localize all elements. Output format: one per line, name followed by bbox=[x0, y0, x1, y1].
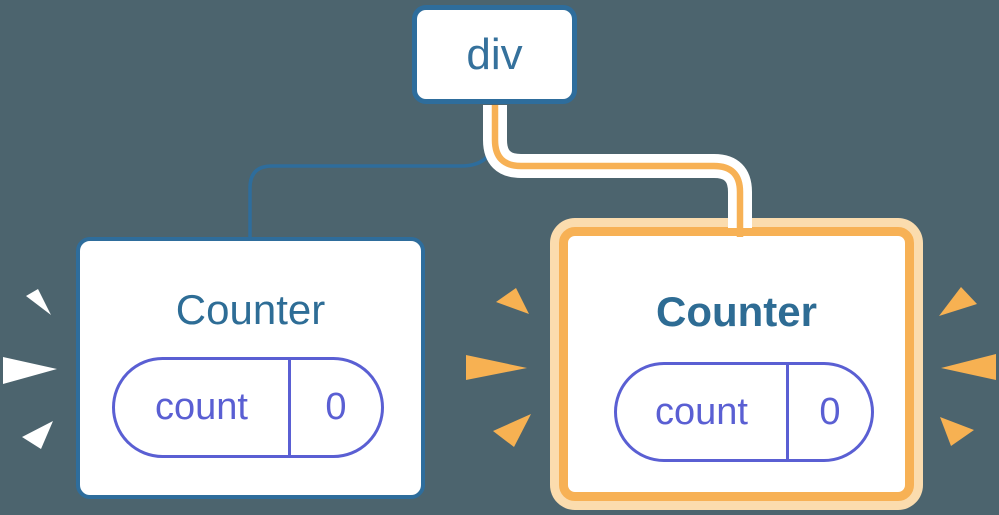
state-value: 0 bbox=[325, 386, 347, 428]
state-pill: count 0 bbox=[614, 362, 874, 462]
edge-div-to-counter-2 bbox=[491, 105, 744, 237]
edge-div-to-counter-1 bbox=[248, 105, 497, 240]
spark-icon bbox=[26, 289, 51, 315]
node-label: Counter bbox=[656, 288, 817, 335]
state-key: count bbox=[617, 365, 789, 459]
state-value: 0 bbox=[819, 390, 841, 433]
state-pill: count 0 bbox=[112, 357, 384, 458]
sparks-orange-right bbox=[939, 287, 996, 446]
tree-node-div: div bbox=[412, 5, 577, 104]
spark-icon bbox=[941, 354, 996, 380]
state-key: count bbox=[115, 360, 291, 455]
spark-icon bbox=[496, 288, 529, 314]
spark-icon bbox=[3, 357, 57, 384]
edge-casing bbox=[483, 105, 752, 228]
spark-icon bbox=[940, 417, 974, 446]
spark-icon bbox=[466, 355, 527, 380]
sparks-white-left bbox=[3, 289, 57, 449]
node-label: Counter bbox=[175, 286, 326, 333]
spark-icon bbox=[22, 421, 53, 449]
spark-icon bbox=[493, 414, 531, 447]
tree-node-counter-1: Counter count 0 bbox=[76, 237, 425, 499]
tree-node-counter-2-highlighted: Counter count 0 bbox=[559, 227, 914, 501]
node-label: div bbox=[466, 29, 523, 79]
spark-icon bbox=[939, 287, 977, 316]
sparks-orange-left bbox=[466, 288, 531, 447]
